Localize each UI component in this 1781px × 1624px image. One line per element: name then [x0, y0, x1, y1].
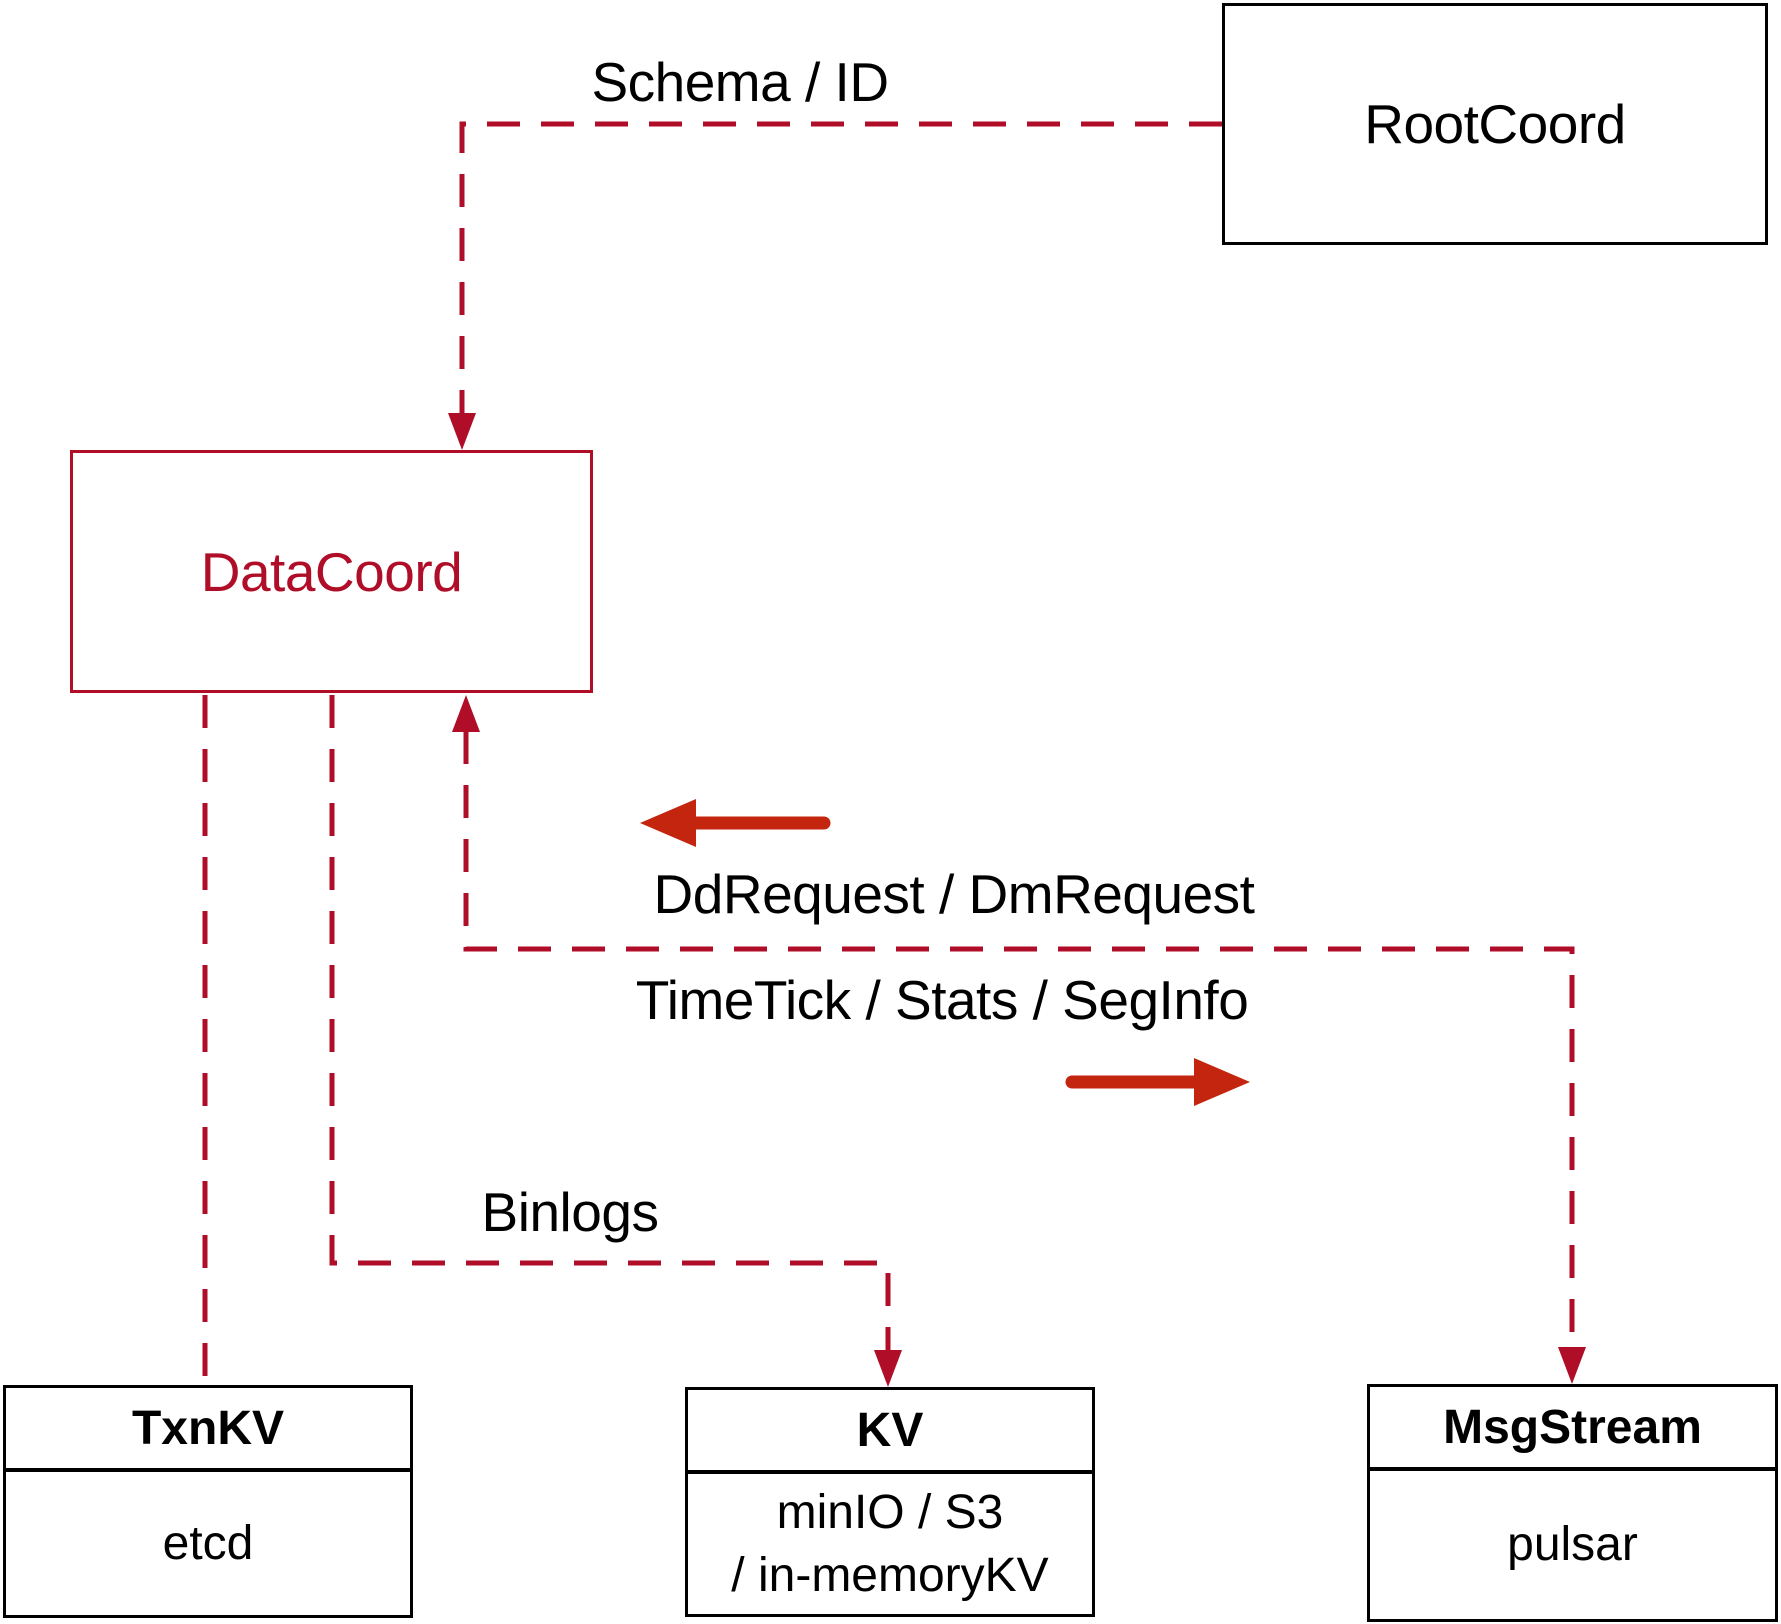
arrow-up-icon — [452, 695, 480, 732]
node-rootcoord: RootCoord — [1222, 3, 1768, 245]
flow-left-arrow-icon — [640, 799, 831, 847]
ddrequest-label: DdRequest / DmRequest — [653, 863, 1255, 925]
arrow-down-icon — [874, 1350, 902, 1387]
arrow-down-icon — [1558, 1347, 1586, 1384]
node-datacoord: DataCoord — [70, 450, 593, 693]
kv-body: minIO / S3 / in-memoryKV — [688, 1474, 1092, 1614]
kv-body-line1: minIO / S3 — [776, 1485, 1004, 1539]
node-msgstream: MsgStream pulsar — [1367, 1384, 1778, 1622]
binlogs-label: Binlogs — [481, 1181, 659, 1243]
arrow-down-icon — [448, 413, 476, 450]
schema-id-label: Schema / ID — [591, 51, 889, 113]
msgstream-channel-connector — [452, 695, 1586, 1384]
msgstream-title: MsgStream — [1370, 1387, 1775, 1471]
txnkv-title: TxnKV — [6, 1388, 410, 1472]
msgstream-body: pulsar — [1507, 1518, 1638, 1572]
datacoord-label: DataCoord — [200, 540, 463, 603]
timetick-label: TimeTick / Stats / SegInfo — [635, 969, 1249, 1031]
kv-title: KV — [688, 1390, 1092, 1474]
node-kv: KV minIO / S3 / in-memoryKV — [685, 1387, 1095, 1617]
binlogs-connector — [329, 695, 902, 1387]
txnkv-body: etcd — [162, 1516, 254, 1570]
kv-body-line2: / in-memoryKV — [731, 1549, 1049, 1602]
node-txnkv: TxnKV etcd — [3, 1385, 413, 1618]
rootcoord-label: RootCoord — [1364, 93, 1626, 155]
schema-id-connector — [448, 121, 1222, 450]
flow-right-arrow-icon — [1065, 1058, 1250, 1106]
